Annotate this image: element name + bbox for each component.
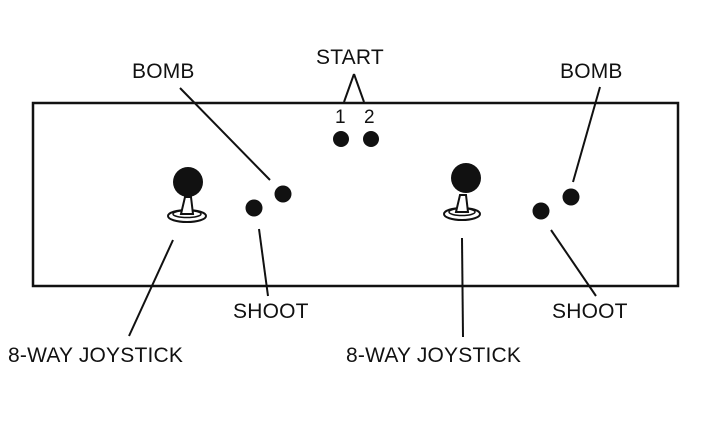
shoot-label-right: SHOOT xyxy=(552,300,628,323)
joystick-icon xyxy=(443,163,481,221)
bomb-label-right: BOMB xyxy=(560,60,623,83)
start-button-1 xyxy=(333,131,349,147)
bomb-button-right xyxy=(562,188,580,206)
control-panel-outline xyxy=(31,101,680,288)
leader-lines xyxy=(128,86,601,338)
shoot-button-right xyxy=(532,202,550,220)
leader-shoot-left xyxy=(258,228,269,297)
start-player-1-label: 1 xyxy=(335,107,346,128)
leader-joystick-right xyxy=(461,237,464,338)
shoot-button-left xyxy=(245,199,263,217)
joystick-label-left: 8-WAY JOYSTICK xyxy=(8,344,184,367)
leader-shoot-right xyxy=(550,229,597,297)
bomb-label-left: BOMB xyxy=(132,60,195,83)
joystick-icon xyxy=(167,167,207,223)
start-button-2 xyxy=(363,131,379,147)
leader-bomb-right xyxy=(572,86,601,183)
start-label: START xyxy=(316,46,384,69)
joystick-label-right: 8-WAY JOYSTICK xyxy=(346,344,522,367)
shoot-label-left: SHOOT xyxy=(233,300,309,323)
start-player-2-label: 2 xyxy=(364,107,375,128)
leader-bomb-left xyxy=(179,87,271,181)
bomb-button-left xyxy=(274,185,292,203)
leader-joystick-left xyxy=(128,239,174,337)
start-leader-lines xyxy=(343,73,365,103)
